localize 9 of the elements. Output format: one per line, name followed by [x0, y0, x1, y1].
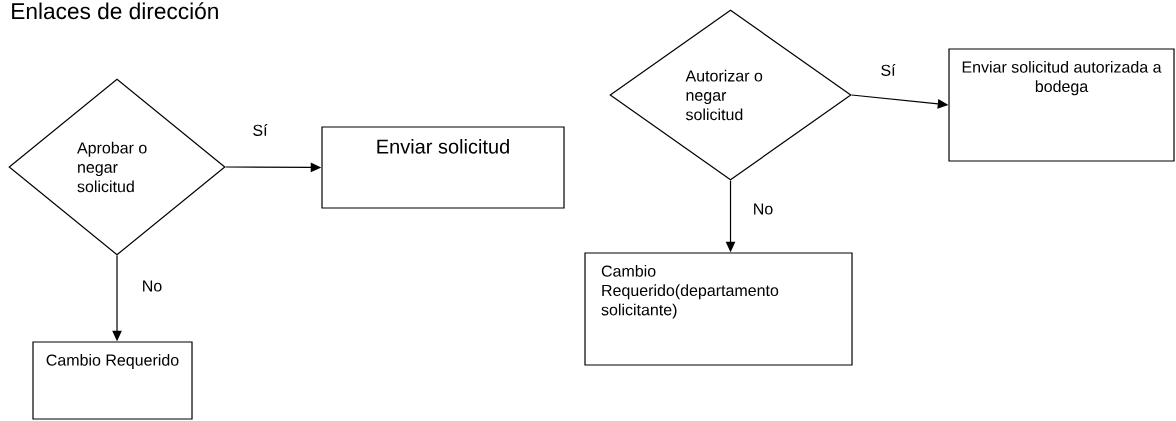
edge-label: No [140, 279, 164, 293]
process-box: Enviar solicitud [321, 126, 565, 209]
edge-label: Sí [879, 62, 897, 78]
edge-label: No [751, 202, 775, 216]
process-box: Cambio Requerido [32, 341, 193, 420]
edge-label: Sí [251, 122, 269, 138]
process-box: Cambio Requerido(departamento solicitante) [584, 252, 853, 366]
title: Enlaces de dirección [12, 2, 218, 20]
process-box: Enviar solicitud autorizada a bodega [948, 48, 1175, 162]
